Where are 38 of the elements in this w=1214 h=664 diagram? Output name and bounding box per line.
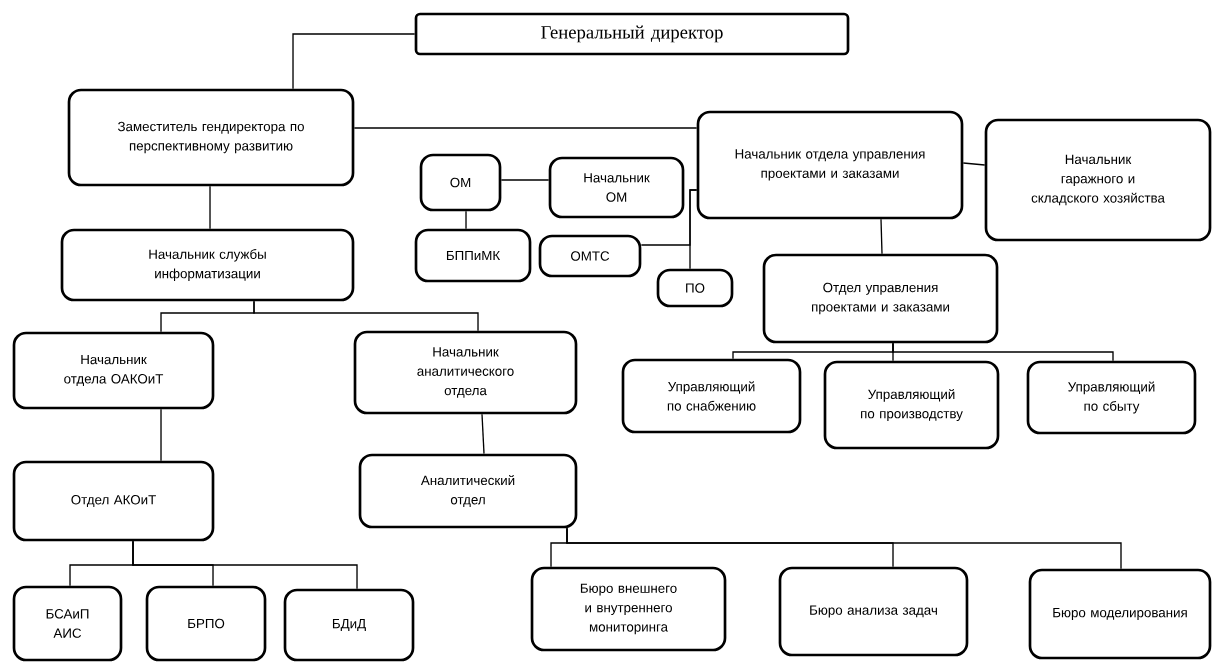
org-unit-box: Управляющий по сбыту — [1026, 360, 1197, 435]
org-unit-box: Бюро внешнего и внутреннего мониторинга — [530, 566, 727, 652]
org-unit-box: БППиМК — [414, 228, 532, 283]
org-unit-box: Заместитель гендиректора по перспективному развитию — [67, 88, 355, 187]
connector-line — [892, 342, 1114, 362]
connector-line — [253, 300, 479, 332]
org-unit-box: Аналитический отдел — [358, 453, 578, 529]
connector-line — [209, 185, 211, 230]
org-unit-box: Начальник отдела ОАКОиТ — [12, 331, 215, 410]
connector-line — [353, 127, 698, 129]
org-unit-box: БСАиП АИС — [12, 585, 123, 662]
org-unit-box: Отдел управления проектами и заказами — [762, 253, 999, 344]
org-unit-box: Отдел АКОиТ — [12, 460, 215, 542]
org-unit-box: Начальник службы информатизации — [60, 228, 355, 302]
org-unit-box: БДиД — [283, 588, 415, 662]
connector-line — [962, 162, 986, 166]
connector-line — [481, 413, 485, 455]
org-unit-box: Управляющий по снабжению — [621, 358, 802, 434]
org-unit-box: Бюро анализа задач — [778, 566, 969, 657]
connector-line — [880, 218, 883, 255]
org-unit-box: Бюро моделирования — [1028, 568, 1212, 660]
connector-line — [132, 540, 358, 590]
org-unit-box: Начальник гаражного и складского хозяйства — [984, 118, 1212, 242]
connector-line — [566, 527, 1122, 570]
org-unit-box: Начальник аналитического отдела — [353, 330, 578, 415]
org-unit-box: Управляющий по производству — [823, 360, 1000, 450]
connector-line — [689, 189, 698, 270]
org-unit-box: ПО — [656, 268, 734, 308]
title-box: Генеральный директор — [414, 12, 850, 56]
org-unit-box: Начальник ОМ — [548, 156, 685, 219]
connector-line — [465, 210, 467, 230]
org-unit-box: БРПО — [145, 585, 267, 662]
org-unit-box: ОМТС — [538, 234, 642, 278]
org-unit-box: Начальник отдела управления проектами и заказами — [696, 110, 964, 220]
connector-line — [292, 33, 416, 90]
connector-line — [500, 179, 550, 181]
org-unit-box: ОМ — [419, 153, 502, 212]
connector-line — [160, 408, 162, 462]
